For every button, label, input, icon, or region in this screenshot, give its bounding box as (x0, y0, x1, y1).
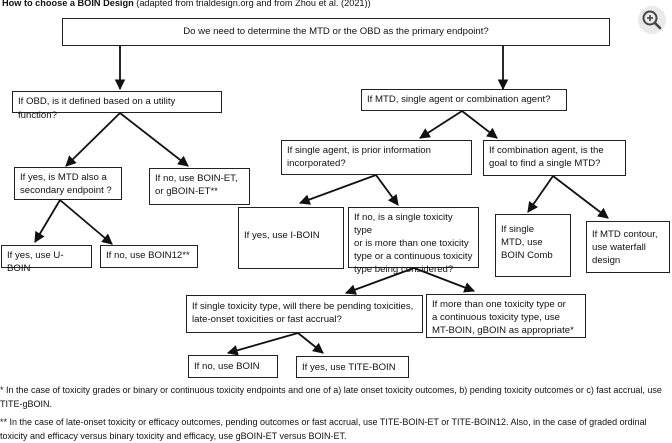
footnote-single-asterisk: * In the case of toxicity grades or bina… (0, 385, 662, 409)
node-mtd-question: If MTD, single agent or combination agen… (361, 89, 567, 111)
node-mtd-secondary-question: If yes, is MTD also a secondary endpoint… (14, 167, 122, 200)
diagram-title: How to choose a BOIN Design (adapted fro… (2, 0, 371, 8)
node-use-boin: If no, use BOIN (188, 355, 278, 378)
diagram-title-bold: How to choose a BOIN Design (2, 0, 134, 8)
node-use-u-boin: If yes, use U-BOIN (1, 245, 92, 274)
node-toxicity-type-question: If no, is a single toxicity type or is m… (348, 207, 479, 275)
zoom-in-icon[interactable] (638, 6, 666, 34)
footnote-double-asterisk: ** In the case of late-onset toxicity or… (0, 417, 647, 441)
node-use-tite-boin: If yes, use TITE-BOIN (296, 356, 409, 378)
node-single-toxicity-question: If single toxicity type, will there be p… (186, 295, 423, 333)
node-use-mt-boin: If more than one toxicity type or a cont… (426, 294, 586, 338)
node-single-agent-question: If single agent, is prior information in… (281, 140, 472, 175)
node-use-boin-comb: If single MTD, use BOIN Comb (495, 214, 571, 277)
node-root-question: Do we need to determine the MTD or the O… (62, 18, 610, 46)
diagram-title-source: (adapted from trialdesign.org and from Z… (133, 0, 371, 8)
node-use-boin12: If no, use BOIN12** (100, 245, 198, 268)
node-obd-question: If OBD, is it defined based on a utility… (12, 91, 222, 121)
node-use-waterfall-design: If MTD contour, use waterfall design (586, 221, 670, 273)
node-use-boin-et: If no, use BOIN-ET, or gBOIN-ET** (149, 168, 250, 205)
node-use-i-boin: If yes, use I-BOIN (238, 207, 344, 269)
node-combination-question: If combination agent, is the goal to fin… (483, 140, 626, 176)
